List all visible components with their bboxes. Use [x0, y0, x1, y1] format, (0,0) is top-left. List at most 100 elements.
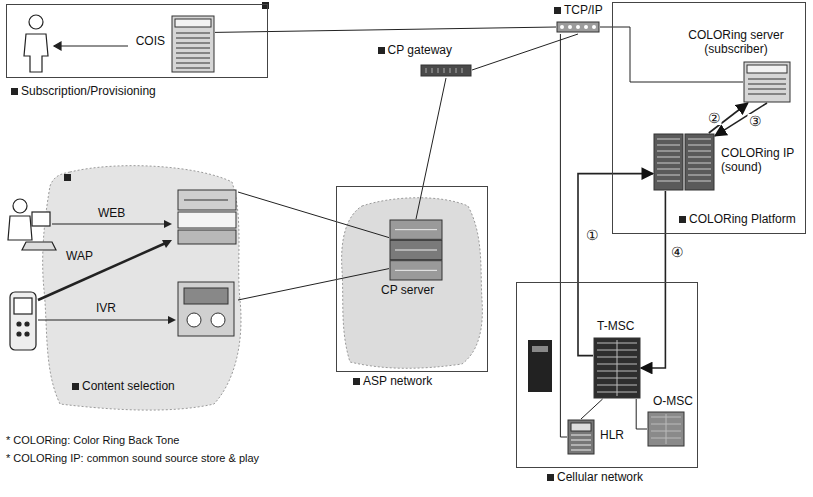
msc-cabinet: T-MSC	[593, 337, 641, 399]
user-at-pc-part	[8, 216, 32, 240]
device-detail	[438, 68, 439, 73]
ipbox-detail	[657, 145, 680, 146]
ivr-server-part	[211, 313, 225, 327]
hlr-detail	[571, 450, 591, 451]
person-figure-part	[54, 45, 128, 46]
region-box: CP serverASP network	[336, 186, 488, 372]
mobile-phone	[10, 292, 36, 350]
callout-number: ①	[585, 228, 600, 242]
server-detail	[176, 68, 210, 69]
link-line	[215, 27, 556, 32]
server-detail	[748, 89, 786, 90]
selection-lines-part	[162, 240, 172, 248]
device-detail	[462, 68, 463, 73]
ipbox-icon	[653, 133, 715, 191]
mobile-phone-part	[25, 322, 29, 326]
selection-lines	[38, 220, 176, 324]
server-detail	[176, 38, 210, 39]
gateway-device: CP gateway	[420, 62, 472, 78]
node-label: Subscription/Provisioning	[11, 85, 156, 99]
device-detail	[450, 68, 451, 73]
ipbox-detail	[688, 157, 711, 158]
mobile-phone-part	[25, 332, 29, 336]
ipbox-detail	[657, 163, 680, 164]
ipbox-detail	[688, 145, 711, 146]
base-station	[528, 340, 552, 392]
ivr-server	[178, 282, 234, 336]
callout-number: ④	[670, 245, 685, 259]
node-label: COLORing Platform	[679, 213, 796, 227]
rack-part	[390, 220, 442, 239]
ipbox-detail	[688, 163, 711, 164]
mobile-phone-part	[14, 298, 32, 314]
person-figure	[24, 15, 128, 72]
person-figure-part	[29, 15, 43, 29]
ipbox-part	[654, 134, 683, 190]
server-detail	[176, 63, 210, 64]
callout-number: ③	[748, 114, 763, 128]
signal-arrow	[641, 191, 665, 368]
router-icon	[556, 20, 600, 34]
rack-icon	[389, 219, 443, 281]
server-detail	[748, 84, 786, 85]
person-figure-part	[24, 34, 48, 72]
ipbox-detail	[688, 139, 711, 140]
node-label: Content selection	[72, 380, 175, 394]
hlr-detail	[571, 440, 591, 441]
ivr-server-part	[178, 282, 234, 336]
node-label: Cellular network	[547, 471, 643, 485]
server-part	[744, 62, 790, 102]
server-detail	[176, 48, 210, 49]
footnote: * COLORing IP: common sound source store…	[6, 452, 259, 465]
link-line	[238, 192, 389, 238]
device-icon	[420, 62, 472, 78]
selection-lines-part	[38, 242, 168, 300]
asp-cloud-part	[342, 198, 483, 369]
server-part	[175, 19, 211, 27]
web-server-part	[184, 200, 228, 201]
node-label: COLORing IP (sound)	[721, 147, 801, 175]
router-led	[584, 25, 588, 29]
link-line	[581, 399, 603, 419]
signal-arrow	[578, 174, 653, 356]
device-detail	[426, 68, 427, 73]
user-at-pc	[8, 199, 56, 250]
node-label: O-MSC	[653, 395, 693, 409]
region-box: T-MSCO-MSCHLRCellular network	[516, 282, 698, 468]
ipbox-detail	[688, 181, 711, 182]
link-line	[472, 34, 578, 70]
node-label: TCP/IP	[554, 4, 603, 18]
mobile-phone-part	[10, 292, 36, 350]
coloring-server: COLORing server (subscriber)	[743, 61, 791, 103]
server-icon	[743, 61, 791, 103]
bullet-square-part	[64, 174, 71, 181]
ipbox-detail	[657, 151, 680, 152]
person-figure-part	[54, 42, 61, 50]
server-detail	[748, 94, 786, 95]
channel-label: WEB	[98, 207, 125, 221]
web-server-part	[178, 190, 236, 210]
ipbox-detail	[688, 169, 711, 170]
device-detail	[444, 68, 445, 73]
msc-cabinet: O-MSC	[647, 411, 685, 447]
node-label: COIS	[136, 35, 165, 49]
ipbox-detail	[657, 157, 680, 158]
ipbox-part	[685, 134, 714, 190]
channel-label: WAP	[66, 250, 93, 264]
device-part	[421, 65, 471, 76]
ipbox-detail	[657, 175, 680, 176]
coloring-ip: COLORing IP (sound)	[653, 133, 715, 191]
server-part	[747, 65, 787, 73]
mobile-phone-part	[17, 332, 21, 336]
router-device: TCP/IP	[556, 20, 600, 34]
ivr-server-part	[187, 313, 201, 327]
cabinet2-part	[648, 412, 684, 446]
hlr-part	[571, 423, 591, 431]
router-led	[576, 25, 580, 29]
ipbox-detail	[657, 181, 680, 182]
hlr-icon	[567, 419, 595, 455]
web-server-part	[178, 212, 236, 228]
cabinet2-icon	[647, 411, 685, 447]
hlr-detail	[571, 445, 591, 446]
